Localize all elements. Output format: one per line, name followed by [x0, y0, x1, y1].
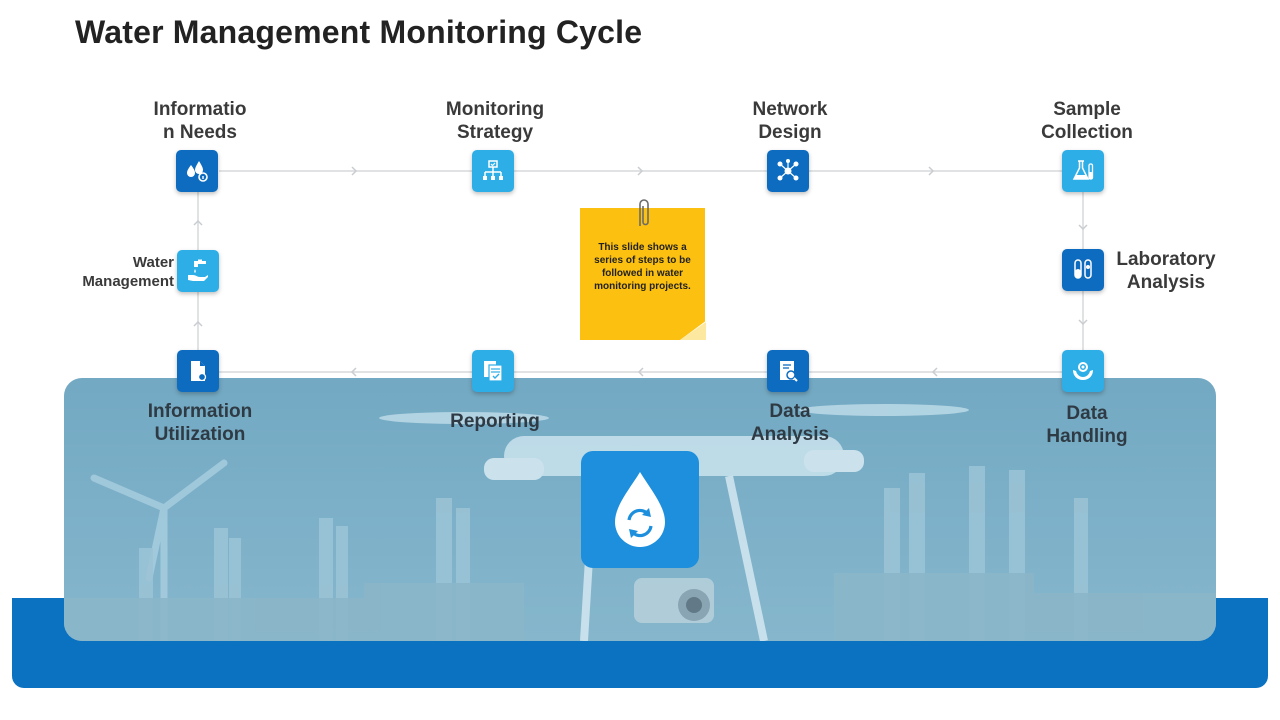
step-node-network-design[interactable] — [767, 150, 809, 192]
drone-factory-illustration — [64, 378, 1216, 641]
step-node-information-needs[interactable] — [176, 150, 218, 192]
documents-icon — [484, 361, 503, 382]
center-water-icon-box — [581, 451, 699, 568]
network-icon — [777, 159, 799, 181]
sticky-note — [580, 208, 705, 340]
step-node-data-analysis[interactable] — [767, 350, 809, 392]
flask-icon — [1072, 160, 1094, 180]
hands-gear-icon — [1073, 362, 1093, 380]
document-icon — [191, 361, 207, 382]
step-label-information-needs: Informatio n Needs — [153, 99, 247, 143]
step-label-data-analysis: Data Analysis — [750, 401, 830, 445]
paperclip-icon — [639, 199, 649, 226]
step-node-monitoring-strategy[interactable] — [472, 150, 514, 192]
report-search-icon — [780, 361, 798, 382]
step-node-water-management[interactable] — [177, 250, 219, 292]
step-label-water-management: Water Management — [82, 254, 174, 290]
water-drop-refresh-icon — [615, 471, 665, 547]
step-label-monitoring-strategy: Monitoring Strategy — [445, 99, 545, 143]
step-node-data-handling[interactable] — [1062, 350, 1104, 392]
step-node-reporting[interactable] — [472, 350, 514, 392]
page-title: Water Management Monitoring Cycle — [75, 14, 643, 50]
sticky-note-text: This slide shows a series of steps to be… — [594, 242, 691, 292]
step-label-data-handling: Data Handling — [1046, 403, 1128, 447]
drone-photo-panel — [64, 378, 1216, 641]
faucet-hand-icon — [188, 259, 208, 281]
step-node-sample-collection[interactable] — [1062, 150, 1104, 192]
water-drops-icon — [187, 161, 208, 182]
step-label-reporting: Reporting — [450, 411, 540, 432]
step-node-laboratory-analysis[interactable] — [1062, 249, 1104, 291]
step-label-sample-collection: Sample Collection — [1041, 99, 1133, 143]
step-label-network-design: Network Design — [752, 99, 828, 143]
hierarchy-icon — [483, 160, 503, 180]
step-label-laboratory-analysis: Laboratory Analysis — [1116, 249, 1216, 293]
test-tubes-icon — [1074, 259, 1092, 279]
step-node-information-utilization[interactable] — [177, 350, 219, 392]
step-label-information-utilization: Information Utilization — [147, 401, 253, 445]
